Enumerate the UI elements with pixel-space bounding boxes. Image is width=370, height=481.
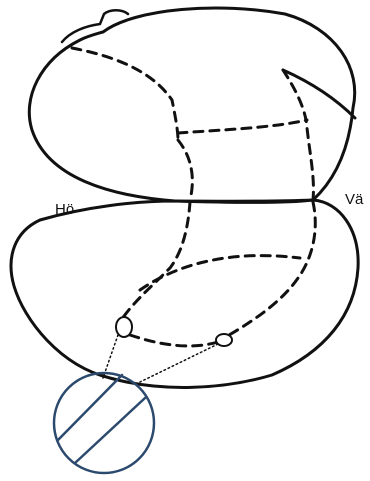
pointer-line-left xyxy=(102,334,119,379)
pointer-line-right xyxy=(139,343,219,383)
magnified-view-stripe-b xyxy=(73,396,147,465)
upper-lobe-notch xyxy=(60,9,130,44)
lower-dashed-left-descent xyxy=(116,200,192,327)
lower-right-opening xyxy=(215,333,233,347)
label-left-side: Hö xyxy=(55,201,75,218)
upper-dashed-crossbar xyxy=(176,118,309,135)
upper-dashed-center-descent xyxy=(176,138,194,202)
magnified-view-stripe-a xyxy=(56,373,124,442)
upper-lobe-ridge xyxy=(281,68,357,120)
magnified-view-circle xyxy=(52,371,156,475)
lower-dashed-bottom-arc xyxy=(128,333,220,348)
lower-dashed-upper-arc xyxy=(138,254,302,292)
lower-left-opening xyxy=(115,316,133,338)
upper-dashed-right-descent xyxy=(281,68,315,202)
lower-dashed-right-descent xyxy=(222,200,317,340)
lower-lobe-outline xyxy=(9,198,360,389)
label-right-side: Vä xyxy=(345,191,364,208)
upper-dashed-left-ridge xyxy=(70,46,180,142)
